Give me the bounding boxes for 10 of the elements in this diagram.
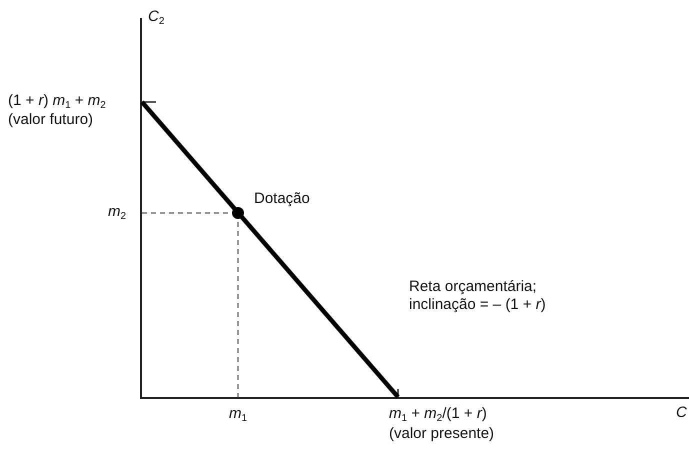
intercept-label: (1 + r) m$_{1}$ + m$_{2}$	[8, 92, 106, 113]
intercept-label: m$_{1}$ + m$_{2}$/(1 + r)	[389, 405, 487, 426]
line-annotation: Reta orçamentária; inclinação = – (1 + r)	[409, 278, 547, 314]
axis-value: m$_{1}$	[229, 405, 248, 426]
axis-note: (valor presente)	[389, 425, 494, 443]
axis-note: (valor futuro)	[8, 111, 94, 129]
axis-label: C	[676, 404, 687, 422]
point-label: Dotação	[254, 190, 310, 208]
axis-value: m$_{2}$	[108, 203, 126, 224]
axis-label: C$_{2}$	[148, 8, 164, 29]
